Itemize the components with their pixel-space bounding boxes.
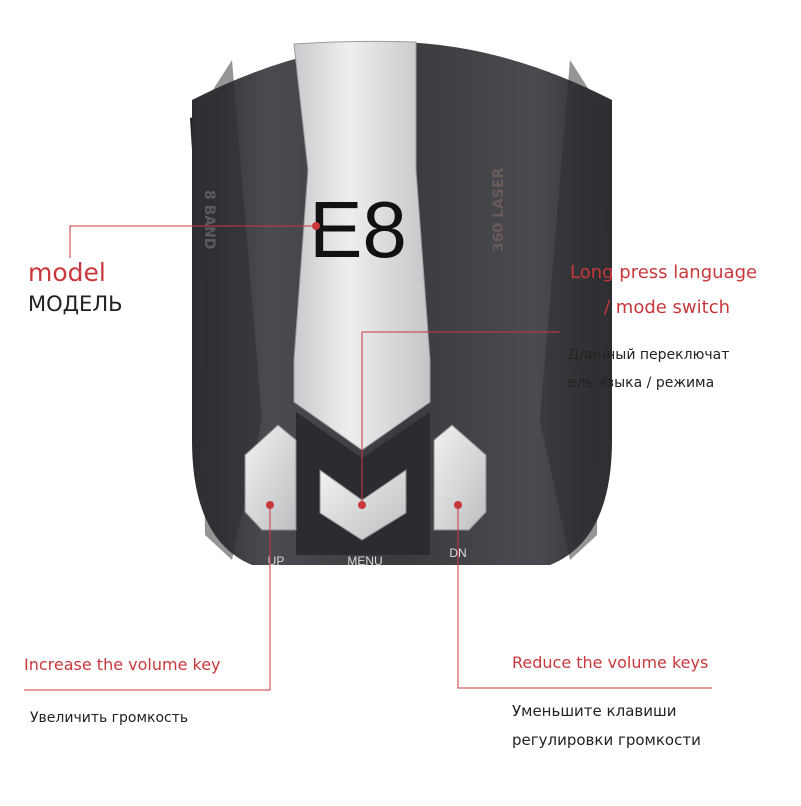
up-label-en: Increase the volume key — [24, 655, 221, 674]
menu-leader-line — [361, 331, 560, 505]
dn-button[interactable] — [433, 424, 487, 531]
up-label: UP — [268, 554, 285, 568]
up-dot — [266, 501, 274, 509]
up-leader-line — [24, 505, 271, 691]
menu-label-en-1: Long press language — [570, 262, 758, 283]
device-right-contour — [540, 60, 602, 560]
menu-label: MENU — [347, 554, 382, 568]
menu-label-ru-1: Длинный переключат — [568, 347, 730, 363]
model-text: E8 — [309, 185, 407, 274]
side-right-text: 360 LASER — [491, 168, 507, 253]
model-leader-line — [69, 225, 316, 258]
silver-center-panel — [293, 40, 431, 451]
up-label-ru: Увеличить громкость — [30, 710, 189, 726]
side-left-text: 8 BAND — [201, 190, 217, 249]
model-dot — [312, 222, 320, 230]
dn-dot — [454, 501, 462, 509]
menu-dot — [358, 501, 366, 509]
model-label-ru: МОДЕЛЬ — [28, 292, 123, 316]
up-button[interactable] — [244, 424, 297, 531]
menu-label-en-2: / mode switch — [604, 297, 731, 318]
model-label-en: model — [28, 258, 106, 287]
dn-label-en: Reduce the volume keys — [512, 653, 709, 672]
dn-leader-line — [457, 505, 712, 689]
device-left-contour — [200, 60, 262, 560]
dn-label-ru-1: Уменьшите клавиши — [512, 702, 677, 720]
dn-label-ru-2: регулировки громкости — [512, 731, 701, 749]
menu-label-ru-2: ель языка / режима — [568, 375, 715, 391]
